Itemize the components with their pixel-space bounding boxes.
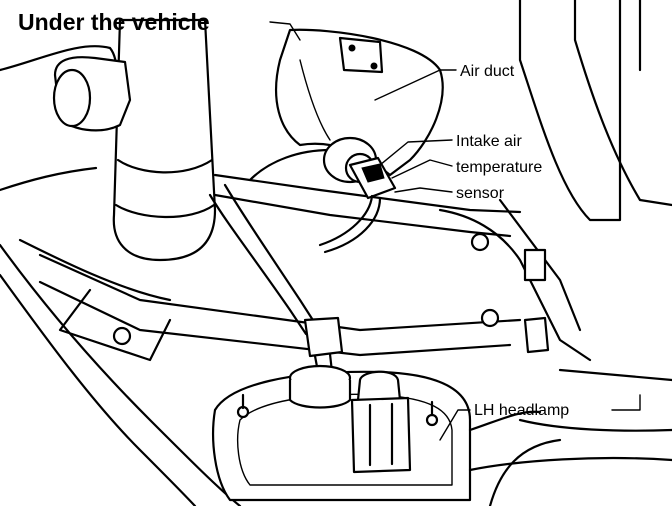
intake-air-label-line2: temperature	[456, 159, 542, 176]
intake-air-label-line3: sensor	[456, 185, 505, 202]
lower-frame	[468, 410, 672, 506]
intake-air-temperature-sensor	[318, 136, 397, 254]
lh-headlamp	[212, 364, 472, 502]
strut-housing	[52, 18, 217, 262]
wiring-harness	[208, 183, 344, 374]
headlamp-label: LH headlamp	[474, 402, 569, 419]
intake-air-label-line1: Intake air	[456, 133, 522, 150]
frame-members	[38, 148, 522, 362]
body-panels	[438, 0, 672, 432]
page-title: Under the vehicle	[18, 9, 210, 35]
air-duct-label: Air duct	[460, 63, 515, 80]
air-duct	[275, 28, 444, 177]
leader-lines	[269, 21, 641, 441]
